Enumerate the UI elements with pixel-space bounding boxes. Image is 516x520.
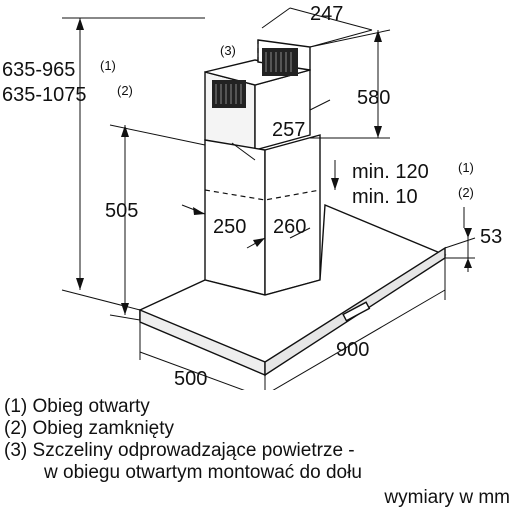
hood-drawing: 635-965 (1) 635-1075 (2) (3) 247 580 257…: [2, 3, 502, 390]
upper-depth-label: 257: [272, 119, 305, 141]
legend-ref: (2): [4, 418, 28, 439]
upper-width-ext: [261, 7, 291, 29]
arrow-head: [331, 178, 339, 190]
arrow-head: [464, 228, 472, 238]
legend-text: Obieg otwarty: [32, 396, 150, 417]
legend-text: Obieg zamknięty: [32, 418, 175, 439]
upper-width-label: 247: [310, 3, 343, 25]
height-open-ref: (1): [100, 58, 116, 73]
hood-width-ext: [272, 289, 446, 390]
legend-text: Szczeliny odprowadzające powietrze -: [32, 440, 355, 461]
height-closed-ref: (2): [117, 83, 133, 98]
arrow-head: [374, 30, 382, 42]
control-panel: [342, 301, 371, 322]
min-clearance-closed-label: min. 10: [352, 186, 418, 208]
lower-depth-label: 250: [213, 216, 246, 238]
canopy-thickness-label: 53: [480, 226, 502, 248]
legend-continuation: w obiegu otwartym montować do dołu: [44, 462, 362, 483]
min-clearance-open-label: min. 120: [352, 161, 429, 183]
arrow-head: [374, 126, 382, 138]
lower-chimney-side: [264, 134, 321, 296]
hood-depth-label: 500: [174, 368, 207, 390]
upper-depth-ext: [231, 142, 256, 161]
legend-ref: (3): [4, 440, 28, 461]
legend-item: (3) Szczeliny odprowadzające powietrze -: [4, 440, 362, 462]
units-note: wymiary w mm: [384, 487, 510, 508]
arrow-head: [76, 18, 84, 30]
vent-callout: (3): [220, 43, 236, 58]
min-clearance-open-ref: (1): [458, 160, 474, 175]
legend-item: (1) Obieg otwarty: [4, 396, 362, 418]
legend-ref: (1): [4, 396, 28, 417]
vent-slots-icon: [212, 48, 298, 108]
min-clearance-closed-ref: (2): [458, 185, 474, 200]
lower-width-label: 260: [273, 216, 306, 238]
hood-width-label: 900: [336, 339, 369, 361]
legend: (1) Obieg otwarty (2) Obieg zamknięty (3…: [4, 396, 362, 484]
upper-height-label: 580: [357, 87, 390, 109]
arrow-head: [464, 258, 472, 268]
arrow-head: [193, 207, 205, 215]
arrow-head: [253, 238, 265, 247]
height-closed-label: 635-1075: [2, 84, 87, 106]
hood-depth-ext: [139, 351, 245, 390]
height-open-label: 635-965: [2, 59, 75, 81]
arrow-head: [121, 303, 129, 315]
arrow-head: [121, 125, 129, 137]
hood-height-label: 505: [105, 200, 138, 222]
arrow-head: [76, 278, 84, 290]
hidden-edge-front: [204, 189, 321, 201]
legend-item: (2) Obieg zamknięty: [4, 418, 362, 440]
